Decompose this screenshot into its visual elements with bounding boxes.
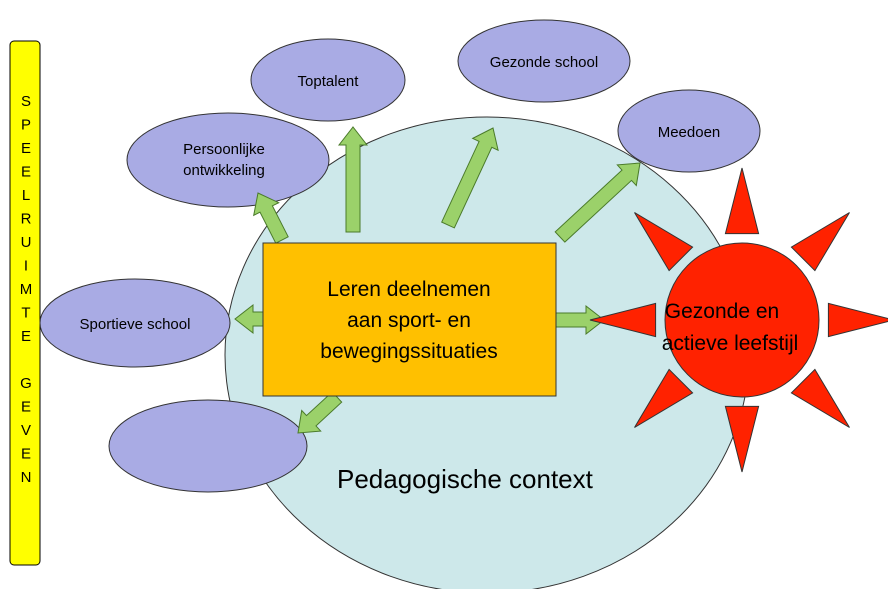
sun-label-1: Gezonde en	[665, 300, 779, 323]
center-box-rect	[262, 242, 557, 397]
sidebar-letter: N	[21, 469, 32, 486]
sidebar-letter: M	[20, 281, 33, 298]
sidebar-letter: U	[21, 234, 32, 251]
sidebar-letter: T	[21, 305, 30, 322]
ellipse-persoonlijke-shape	[126, 112, 330, 208]
sidebar-letter: G	[20, 375, 32, 392]
sun-ray	[790, 212, 850, 272]
sun-shape: Gezonde en actieve leefstijl	[589, 167, 888, 473]
center-box-line-3: bewegingssituaties	[320, 340, 497, 363]
ellipse-meedoen: Meedoen	[617, 89, 761, 173]
ellipse-gezonde-school-label: Gezonde school	[490, 54, 598, 71]
arrow-to-meedoen	[554, 162, 641, 243]
ellipse-gezonde-school-shape	[457, 19, 631, 103]
sidebar-letter: E	[21, 446, 31, 463]
center-box-line-2: aan sport- en	[347, 309, 471, 332]
ellipse-sportieve-school-shape	[39, 278, 231, 368]
ellipse-meedoen-shape	[617, 89, 761, 173]
arrow-to-toptalent	[337, 126, 369, 233]
sun-ray	[724, 167, 760, 235]
sidebar-letter: L	[22, 187, 30, 204]
sun-ray	[827, 302, 888, 338]
sun-label-2: actieve leefstijl	[662, 332, 799, 355]
context-label: Pedagogische context	[337, 464, 594, 494]
sun-core	[664, 242, 820, 398]
arrow-to-empty	[297, 391, 343, 434]
arrow-to-gezonde-school	[441, 127, 499, 229]
sun-rays	[589, 167, 888, 473]
sidebar-letter: R	[21, 211, 32, 228]
ellipse-sportieve-school-label: Sportieve school	[80, 316, 191, 333]
sun-ray	[634, 212, 694, 272]
ellipse-persoonlijke-label-1: Persoonlijke	[183, 141, 265, 158]
sidebar-letter: E	[21, 164, 31, 181]
sidebar-letter: E	[21, 328, 31, 345]
arrow-to-sun	[555, 304, 605, 336]
center-box-line-1: Leren deelnemen	[327, 278, 490, 301]
sidebar-letter: P	[21, 117, 31, 134]
arrow-to-persoonlijke	[253, 192, 289, 244]
ellipse-toptalent-shape	[250, 38, 406, 122]
ellipse-empty-shape	[108, 399, 308, 493]
sidebar-letter: I	[24, 258, 28, 275]
ellipse-toptalent-label: Toptalent	[298, 73, 360, 90]
sidebar-letter: E	[21, 399, 31, 416]
ellipse-persoonlijke-label-2: ontwikkeling	[183, 162, 265, 179]
sidebar-letter: E	[21, 140, 31, 157]
ellipse-sportieve-school: Sportieve school	[39, 278, 231, 368]
sun-ray	[724, 405, 760, 473]
ellipse-toptalent: Toptalent	[250, 38, 406, 122]
sidebar-box	[9, 40, 41, 566]
center-box: Leren deelnemen aan sport- en bewegingss…	[262, 242, 557, 397]
ellipse-gezonde-school: Gezonde school	[457, 19, 631, 103]
ellipse-empty	[108, 399, 308, 493]
sidebar-letter: V	[21, 422, 31, 439]
sidebar-letter: S	[21, 93, 31, 110]
ellipse-persoonlijke: Persoonlijke ontwikkeling	[126, 112, 330, 208]
sun-ray	[589, 302, 657, 338]
sun-ray	[634, 368, 694, 428]
sun-ray	[790, 368, 850, 428]
ellipse-meedoen-label: Meedoen	[658, 124, 721, 141]
